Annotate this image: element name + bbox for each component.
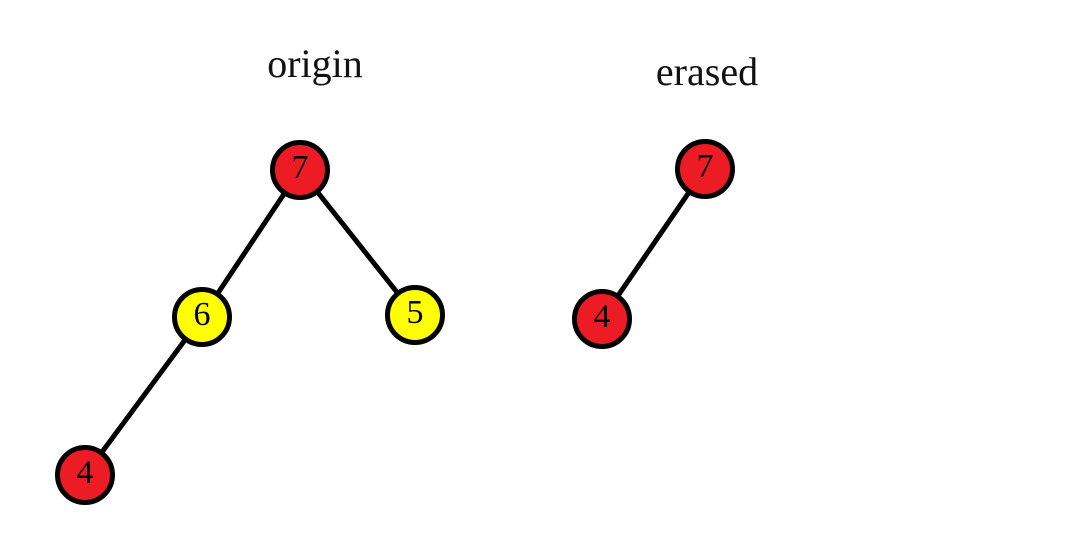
graph-node-label: 4 <box>76 454 94 491</box>
panel-title-erased: erased <box>655 49 759 94</box>
graph-edge <box>99 337 188 455</box>
graph-node-4[interactable]: 4 <box>572 289 632 349</box>
graph-node-label: 5 <box>406 294 424 331</box>
graph-edge <box>615 189 692 299</box>
graph-node-label: 4 <box>593 298 611 335</box>
graph-node-7[interactable]: 7 <box>270 140 330 200</box>
graph-node-4[interactable]: 4 <box>55 445 115 505</box>
graph-node-7[interactable]: 7 <box>675 139 735 199</box>
graph-node-label: 7 <box>696 148 714 185</box>
graph-edge <box>314 189 401 296</box>
panel-title-origin: origin <box>267 41 363 86</box>
graph-node-label: 7 <box>291 149 309 186</box>
graph-node-6[interactable]: 6 <box>172 287 232 347</box>
graph-node-5[interactable]: 5 <box>385 285 445 345</box>
graph-edge <box>215 190 287 297</box>
graph-node-label: 6 <box>193 296 211 333</box>
